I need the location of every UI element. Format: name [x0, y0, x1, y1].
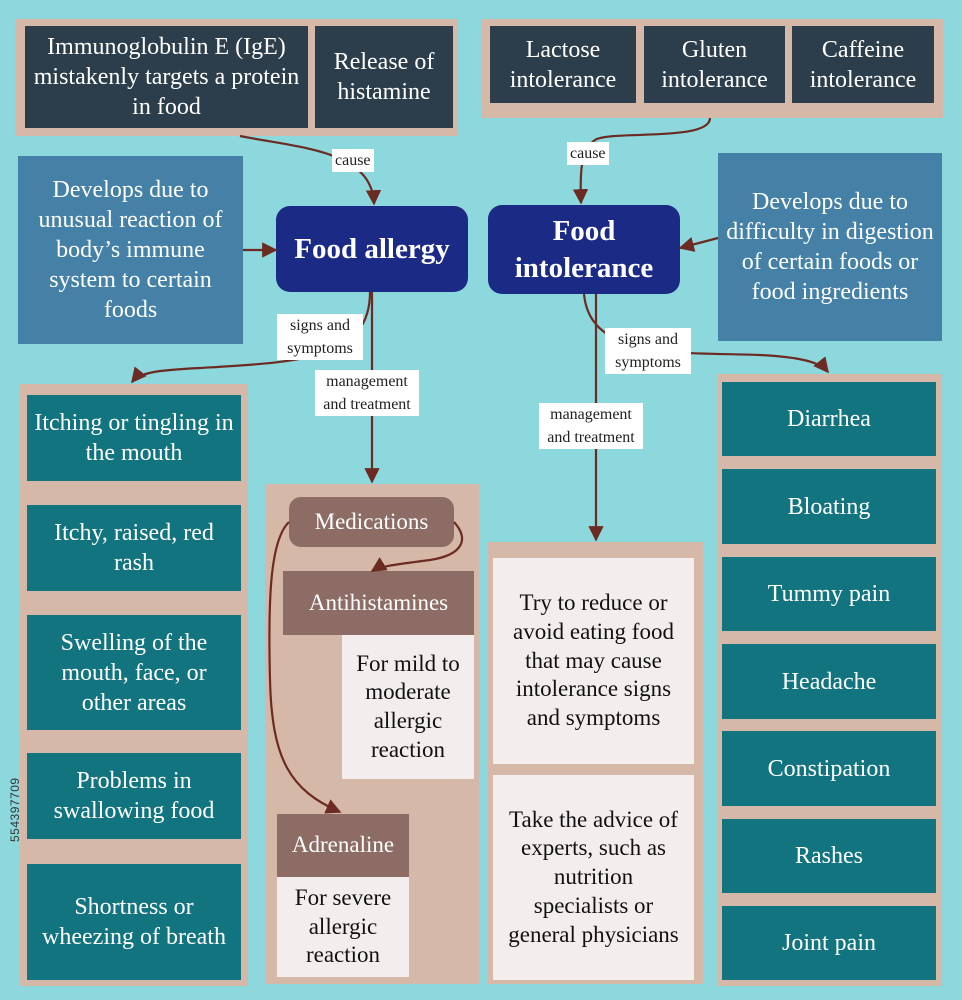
- histamine-cause-box: Release of histamine: [315, 26, 453, 128]
- intolerance-symptom-3: Tummy pain: [722, 557, 936, 631]
- allergy-symptom-2: Itchy, raised, red rash: [27, 505, 241, 591]
- management-box-2: Take the advice of experts, such as nutr…: [493, 775, 694, 980]
- intolerance-cause-arrow: [572, 117, 712, 205]
- intolerance-symptoms-label: signs and symptoms: [605, 328, 691, 375]
- intolerance-symptom-1: Diarrhea: [722, 382, 936, 456]
- intolerance-symptom-4: Headache: [722, 644, 936, 719]
- allergy-symptom-5: Shortness or wheezing of breath: [27, 864, 241, 980]
- allergy-symptoms-label: signs and symptoms: [277, 314, 363, 361]
- intolerance-cause-label: cause: [567, 142, 609, 166]
- management-box-1: Try to reduce or avoid eating food that …: [493, 558, 694, 764]
- ige-cause-box: Immunoglobulin E (IgE) mistakenly target…: [25, 26, 308, 128]
- allergy-symptom-1: Itching or tingling in the mouth: [27, 395, 241, 481]
- stock-id-text: 554397709: [8, 777, 22, 842]
- gluten-cause-box: Gluten intolerance: [644, 26, 785, 103]
- intolerance-symptom-7: Joint pain: [722, 906, 936, 980]
- intolerance-symptom-6: Rashes: [722, 819, 936, 893]
- allergy-cause-arrow: [239, 134, 382, 206]
- intolerance-symptom-2: Bloating: [722, 469, 936, 544]
- lactose-cause-box: Lactose intolerance: [490, 26, 636, 103]
- intolerance-symptom-5: Constipation: [722, 731, 936, 806]
- antihistamines-box: Antihistamines: [283, 571, 474, 635]
- allergy-symptom-4: Problems in swallowing food: [27, 753, 241, 839]
- intolerance-desc-connector: [678, 236, 719, 252]
- allergy-description-box: Develops due to unusual reaction of body…: [18, 156, 243, 344]
- food-allergy-node: Food allergy: [276, 206, 468, 292]
- allergy-symptom-3: Swelling of the mouth, face, or other ar…: [27, 615, 241, 730]
- antihistamines-arrow: [370, 521, 464, 572]
- allergy-management-label: management and treatment: [315, 370, 419, 417]
- caffeine-cause-box: Caffeine intolerance: [792, 26, 934, 103]
- adrenaline-box: Adrenaline: [277, 814, 409, 877]
- intolerance-symptoms-arrow: [582, 293, 829, 374]
- food-intolerance-node: Food intolerance: [488, 205, 680, 294]
- adrenaline-arrow: [268, 521, 342, 814]
- adrenaline-note: For severe allergic reaction: [277, 877, 409, 977]
- allergy-cause-label: cause: [332, 149, 374, 173]
- medications-box: Medications: [289, 497, 454, 547]
- intolerance-management-label: management and treatment: [539, 403, 643, 450]
- antihistamines-note: For mild to moderate allergic reaction: [342, 635, 474, 779]
- intolerance-description-box: Develops due to difficulty in digestion …: [718, 153, 942, 341]
